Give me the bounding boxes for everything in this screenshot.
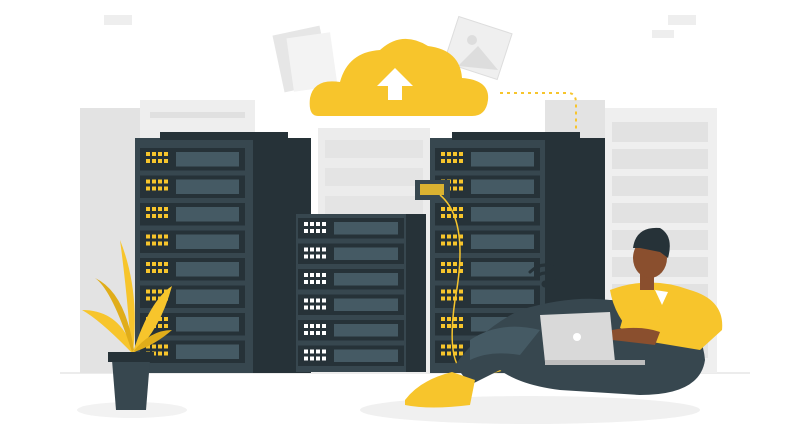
cloud-upload-icon (309, 38, 489, 117)
server-rack-left (135, 132, 311, 373)
network-switch (415, 180, 450, 200)
server-unit (298, 320, 404, 341)
upload-arrow-icon (377, 68, 413, 100)
plant-icon (82, 240, 172, 410)
server-unit (435, 203, 540, 226)
server-unit (435, 285, 540, 308)
server-rack-middle (296, 214, 426, 372)
shoe (405, 372, 475, 408)
wifi-icon (528, 263, 562, 288)
image-icon (443, 15, 513, 81)
server-unit (298, 294, 404, 315)
server-unit (298, 243, 404, 264)
decor-dash (104, 15, 132, 25)
server-unit (140, 340, 245, 363)
document-icon (272, 25, 338, 93)
server-unit (140, 203, 245, 226)
server-unit (435, 258, 540, 281)
server-unit (140, 313, 245, 336)
server-unit (140, 148, 245, 171)
server-unit (298, 218, 404, 239)
server-unit (298, 269, 404, 290)
server-unit (435, 175, 540, 198)
server-unit (140, 258, 245, 281)
server-unit (140, 175, 245, 198)
decor-dash (668, 15, 696, 25)
server-unit (140, 230, 245, 253)
server-rack-right (430, 132, 605, 373)
server-unit (435, 148, 540, 171)
laptop-icon (540, 312, 645, 365)
server-unit (435, 230, 540, 253)
server-unit (298, 345, 404, 366)
decor-dash (652, 30, 674, 38)
